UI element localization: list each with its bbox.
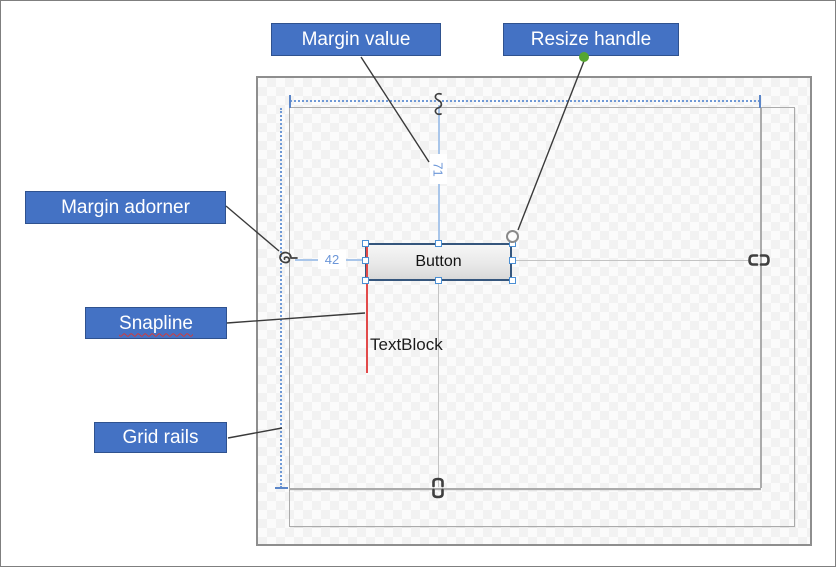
grid-rail-top[interactable]: [290, 100, 760, 102]
callout-margin-value: Margin value: [271, 23, 441, 56]
callout-snapline: Snapline: [85, 307, 227, 339]
snapline-vertical: [366, 243, 368, 373]
callout-resize-handle: Resize handle: [503, 23, 679, 56]
margin-value-top[interactable]: 71: [430, 154, 447, 184]
margin-value-left-text: 42: [324, 252, 340, 267]
selection-handle-top-left[interactable]: [362, 240, 369, 247]
selection-handle-bottom-right[interactable]: [509, 277, 516, 284]
callout-margin-adorner: Margin adorner: [25, 191, 226, 224]
callout-snapline-text: Snapline: [119, 312, 193, 334]
grid-rail-tick-left: [289, 95, 291, 108]
grid-edge-right: [760, 107, 762, 488]
grid-rail-left[interactable]: [280, 108, 282, 488]
callout-grid-rails: Grid rails: [94, 422, 227, 453]
resize-handle-circle[interactable]: [506, 230, 519, 243]
callout-grid-rails-text: Grid rails: [122, 427, 199, 448]
selection-handle-middle-right[interactable]: [509, 257, 516, 264]
grid-edge-bottom: [289, 488, 761, 490]
window-outline[interactable]: [289, 107, 795, 527]
selection-handle-top-middle[interactable]: [435, 240, 442, 247]
spacer-line-bottom: [438, 282, 440, 487]
grid-rail-tick-bottom: [275, 487, 288, 489]
margin-anchor-right-icon[interactable]: [747, 253, 771, 267]
spacer-line-right: [514, 260, 748, 262]
margin-value-left[interactable]: 42: [318, 250, 346, 269]
margin-anchor-top-icon[interactable]: [430, 92, 446, 118]
grid-rail-tick-right: [759, 95, 761, 108]
callout-margin-value-text: Margin value: [301, 29, 411, 50]
selection-handle-bottom-middle[interactable]: [435, 277, 442, 284]
margin-value-top-text: 71: [431, 161, 446, 177]
button-label: Button: [415, 253, 462, 270]
button-control[interactable]: Button: [365, 243, 512, 281]
selection-handle-bottom-left[interactable]: [362, 277, 369, 284]
callout-resize-handle-text: Resize handle: [530, 29, 652, 50]
margin-anchor-bottom-icon[interactable]: [431, 477, 445, 499]
margin-anchor-left-icon[interactable]: [276, 249, 298, 267]
selection-handle-middle-left[interactable]: [362, 257, 369, 264]
textblock-control[interactable]: TextBlock: [370, 335, 443, 354]
callout-margin-adorner-text: Margin adorner: [61, 197, 190, 218]
